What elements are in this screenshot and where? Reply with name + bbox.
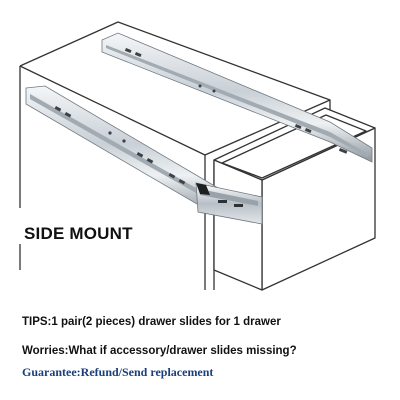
mount-type-label: SIDE MOUNT — [22, 224, 135, 244]
right-slide-rail — [101, 32, 373, 163]
tips-note: TIPS:1 pair(2 pieces) drawer slides for … — [22, 316, 281, 328]
left-slide-rail — [25, 85, 263, 225]
guarantee-note: Guarantee:Refund/Send replacement — [22, 365, 214, 379]
drawer-slide-illustration — [19, 21, 376, 291]
worries-note: Worries:What if accessory/drawer slides … — [22, 345, 297, 357]
